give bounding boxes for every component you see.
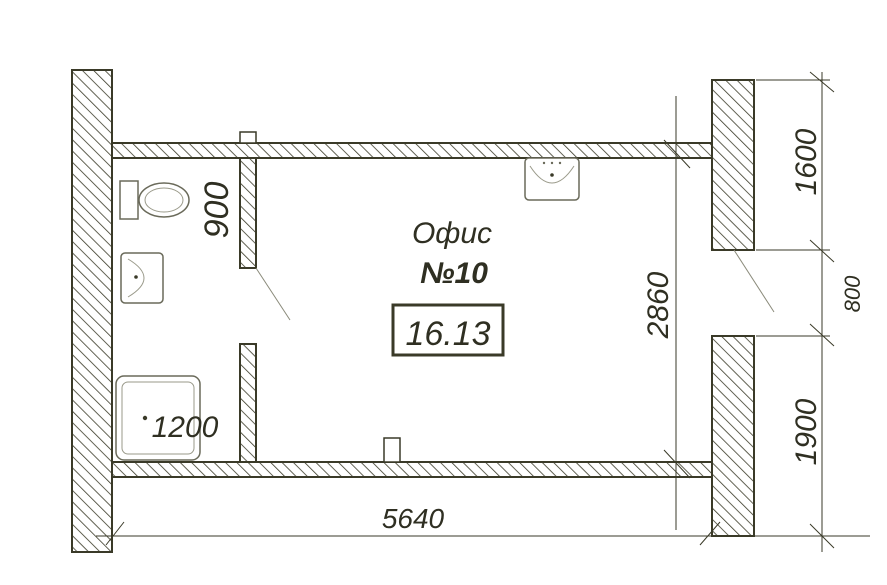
- dim-right-gap: 800: [840, 275, 865, 312]
- right-wall-bottom: [711, 335, 755, 537]
- bottom-wall: [111, 461, 713, 478]
- dim-shower-size: 1200: [152, 411, 219, 444]
- dim-interior-height: 2860: [642, 271, 675, 339]
- walls: [71, 69, 755, 553]
- partition-lower: [239, 343, 257, 463]
- partition-upper: [239, 157, 257, 269]
- left-wall: [71, 69, 113, 553]
- shower-tray-icon: [115, 375, 201, 461]
- area-box: [391, 303, 505, 357]
- top-wall: [111, 142, 713, 159]
- sink-right-icon: [524, 157, 580, 201]
- dim-partition: 900: [198, 182, 236, 239]
- room-area: 16.13: [405, 315, 490, 353]
- dim-right-top: 1600: [790, 128, 823, 195]
- dim-total-width: 5640: [382, 503, 445, 534]
- vent-top: [239, 131, 257, 144]
- door-lines: [255, 249, 775, 321]
- dim-right-bottom: 1900: [790, 398, 823, 465]
- room-name: Офис: [412, 217, 492, 250]
- vent-bottom: [383, 437, 401, 463]
- room-number: №10: [420, 257, 488, 290]
- toilet-icon: [119, 180, 190, 220]
- sink-left-icon: [120, 252, 164, 304]
- right-wall-top: [711, 79, 755, 251]
- dimension-lines: [96, 71, 870, 552]
